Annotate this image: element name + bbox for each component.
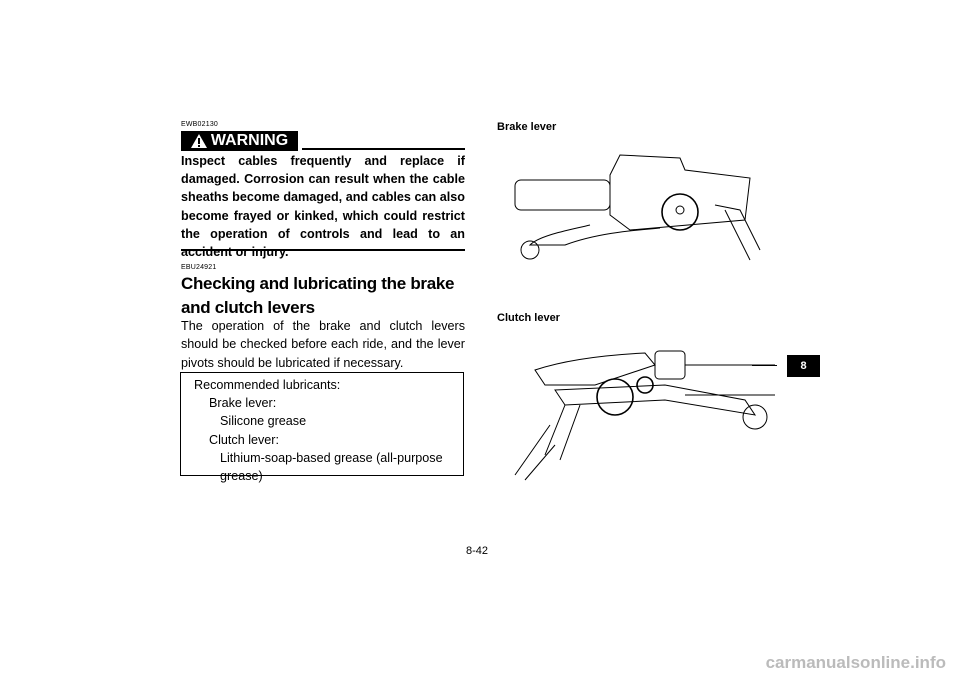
brake-lever-illustration xyxy=(514,154,761,261)
clutch-lever-label: Clutch lever: xyxy=(209,432,279,447)
divider xyxy=(181,249,465,251)
warning-code: EWB02130 xyxy=(181,121,219,128)
clutch-lever-lubricant: Lithium-soap-based grease (all-purpose g… xyxy=(220,450,443,484)
warning-label: WARNING xyxy=(210,132,289,149)
watermark: carmanualsonline.info xyxy=(765,653,946,672)
section-body: The operation of the brake and clutch le… xyxy=(181,319,465,370)
divider xyxy=(752,365,777,366)
page-number: 8-42 xyxy=(466,545,489,557)
brake-figure-label: Brake lever xyxy=(497,121,557,133)
section-code: EBU24921 xyxy=(181,264,217,271)
clutch-lever-illustration xyxy=(514,350,775,481)
warning-triangle-icon xyxy=(190,134,207,148)
section-title: Checking and lubricating the brake and c… xyxy=(181,274,455,317)
chapter-tab[interactable]: 8 xyxy=(787,355,820,377)
brake-lever-lubricant: Silicone grease xyxy=(220,414,307,429)
divider xyxy=(302,148,465,150)
clutch-figure-label: Clutch lever xyxy=(497,312,560,324)
brake-lever-label: Brake lever: xyxy=(209,396,277,411)
lubricants-heading: Recommended lubricants: xyxy=(194,378,341,392)
warning-banner: WARNING xyxy=(181,131,298,151)
lubricants-box: Recommended lubricants: Brake lever: Sil… xyxy=(180,372,464,483)
warning-text: Inspect cables frequently and replace if… xyxy=(181,154,465,260)
